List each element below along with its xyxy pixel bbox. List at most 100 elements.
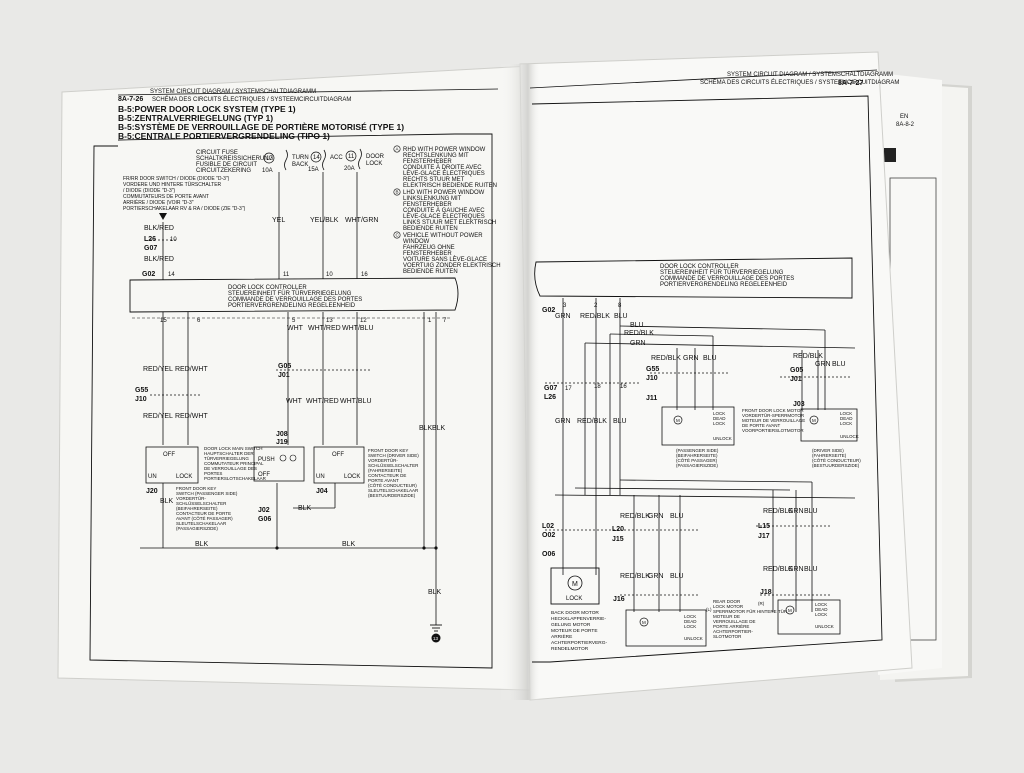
svg-text:ARRIÈRE: ARRIÈRE — [551, 633, 572, 640]
switch-contact — [289, 454, 297, 462]
mid-wires — [140, 312, 437, 625]
svg-text:UNLOCK: UNLOCK — [713, 436, 732, 441]
svg-text:(CÔTÉ CONDUCTEUR): (CÔTÉ CONDUCTEUR) — [368, 482, 417, 488]
page-tab-mark — [884, 148, 896, 162]
svg-text:LOCK: LOCK — [840, 421, 852, 426]
svg-text:PORTE AVANT: PORTE AVANT — [368, 478, 399, 483]
conn-l26: L26 — [144, 236, 156, 243]
svg-text:(CÔTÉ PASSAGER): (CÔTÉ PASSAGER) — [676, 457, 718, 463]
svg-text:LINKSLENKUNG MIT: LINKSLENKUNG MIT — [403, 196, 462, 202]
svg-text:DOOR LOCK CONTROLLER: DOOR LOCK CONTROLLER — [660, 264, 739, 270]
left-header-sub: SCHÉMA DES CIRCUITS ÉLECTRIQUES / SYSTEE… — [152, 96, 351, 103]
wire-whtgrn: WHT/GRN — [345, 217, 378, 224]
conn-j17: J17 — [758, 533, 770, 540]
svg-text:BLU: BLU — [832, 361, 846, 368]
ground-icon: 13 — [430, 624, 442, 643]
svg-text:/ DIODE (DIODE "D-3"): / DIODE (DIODE "D-3") — [123, 188, 175, 194]
wire-blk-j02: BLK — [298, 505, 312, 512]
conn-j16: J16 — [613, 596, 625, 603]
fuse-17: 17 TURN BACK 10A — [262, 149, 309, 174]
svg-text:BLU: BLU — [804, 508, 818, 515]
motor-icon — [673, 415, 683, 425]
svg-text:LOCK: LOCK — [815, 602, 827, 607]
svg-text:(BESTUURDERSZIDE): (BESTUURDERSZIDE) — [812, 463, 860, 468]
svg-text:SWITCH (DRIVER SIDE): SWITCH (DRIVER SIDE) — [368, 453, 419, 458]
svg-text:VORDERTÜR-: VORDERTÜR- — [368, 457, 398, 463]
svg-text:FAHRZEUG OHNE: FAHRZEUG OHNE — [403, 245, 455, 251]
svg-text:5: 5 — [292, 318, 296, 324]
motor-icon — [785, 605, 795, 615]
svg-text:UNLOCK: UNLOCK — [815, 624, 834, 629]
bus-redblk: RED/BLK — [624, 330, 654, 337]
svg-text:16: 16 — [361, 272, 368, 278]
svg-text:LOCK: LOCK — [713, 411, 725, 416]
svg-text:(PASSENGER SIDE): (PASSENGER SIDE) — [676, 448, 719, 453]
svg-text:ELEKTRISCH BEDIENDE RUITEN: ELEKTRISCH BEDIENDE RUITEN — [403, 183, 497, 189]
svg-text:16: 16 — [620, 384, 627, 390]
conn-j01-right: J01 — [790, 376, 802, 383]
svg-text:LOCK: LOCK — [366, 161, 382, 167]
note-c: C VEHICLE WITHOUT POWER WINDOW FAHRZEUG … — [393, 231, 501, 275]
motor-icon — [567, 575, 583, 591]
fuse-label-2: FUSIBLE DE CIRCUIT — [196, 162, 257, 168]
svg-text:FRONT DOOR KEY: FRONT DOOR KEY — [176, 486, 216, 491]
right-header: SYSTEM CIRCUIT DIAGRAM / SYSTEMSCHALTDIA… — [727, 72, 893, 78]
svg-text:(BESTUURDERSZIDE): (BESTUURDERSZIDE) — [368, 493, 416, 498]
conn-g55-right: G55 — [646, 366, 659, 373]
svg-text:TURN: TURN — [292, 155, 309, 161]
svg-text:VOERTUIG ZONDER ELEKTRISCH: VOERTUIG ZONDER ELEKTRISCH — [403, 263, 501, 269]
svg-text:GRN: GRN — [683, 355, 699, 362]
svg-text:LÈVE-GLACE ÉLECTRIQUES: LÈVE-GLACE ÉLECTRIQUES — [403, 170, 485, 177]
conn-j08: J08 — [276, 431, 288, 438]
svg-text:SLOTMOTOR: SLOTMOTOR — [713, 634, 742, 639]
svg-text:DEAD: DEAD — [684, 619, 697, 624]
svg-text:GRN: GRN — [648, 513, 664, 520]
svg-text:GRN: GRN — [555, 418, 571, 425]
wire-whtred-2: WHT/RED — [306, 398, 339, 405]
svg-text:SCHLÜSSELSCHALTER: SCHLÜSSELSCHALTER — [176, 500, 227, 506]
svg-text:M: M — [676, 418, 680, 423]
svg-text:REAR DOOR: REAR DOOR — [713, 599, 741, 604]
svg-text:DOOR LOCK MAIN SWITCH: DOOR LOCK MAIN SWITCH — [204, 446, 263, 451]
front-door-key-switch-pass — [253, 446, 305, 482]
svg-text:UN: UN — [148, 474, 157, 480]
right-diagram-frame — [531, 95, 883, 663]
title-fr: B-5:SYSTÈME DE VERROUILLAGE DE PORTIÈRE … — [118, 122, 404, 132]
junction-dot — [434, 546, 438, 550]
wire-redwht-2: RED/WHT — [175, 413, 208, 420]
back-page-tab: 8A-8-2 — [896, 122, 915, 128]
wire-blk-j20: BLK — [160, 498, 174, 505]
svg-text:RED/BLK: RED/BLK — [620, 513, 650, 520]
svg-text:LOCK: LOCK — [840, 411, 852, 416]
svg-text:DOOR LOCK CONTROLLER: DOOR LOCK CONTROLLER — [228, 285, 307, 291]
svg-text:BEDIENDE RUITEN: BEDIENDE RUITEN — [403, 226, 458, 232]
svg-text:M: M — [572, 581, 578, 588]
svg-text:(PASSAGIERSZIDE): (PASSAGIERSZIDE) — [676, 463, 718, 468]
svg-text:LOCK: LOCK — [344, 474, 360, 480]
motor-icon — [809, 415, 819, 425]
svg-text:OFF: OFF — [258, 472, 270, 478]
svg-text:UNLOCK: UNLOCK — [840, 434, 859, 439]
conn-j04: J04 — [316, 488, 328, 495]
svg-text:DE VERROUILLAGE DES: DE VERROUILLAGE DES — [204, 466, 257, 471]
svg-text:PORTIERSLOTSCHAKELAAR: PORTIERSLOTSCHAKELAAR — [204, 476, 267, 481]
rear-lock-motor-left — [625, 609, 707, 647]
svg-text:PORTES: PORTES — [204, 471, 222, 476]
svg-text:LOCK MOTOR: LOCK MOTOR — [713, 604, 744, 609]
wire-whtblu-2: WHT/BLU — [340, 398, 372, 405]
svg-text:M: M — [788, 608, 792, 613]
svg-text:10: 10 — [326, 272, 333, 278]
svg-text:PORTIERVERGRENDELING REGELEENH: PORTIERVERGRENDELING REGELEENHEID — [660, 282, 788, 288]
svg-text:CONTACTEUR DE PORTE: CONTACTEUR DE PORTE — [176, 511, 231, 516]
svg-text:RED/BLK: RED/BLK — [793, 353, 823, 360]
svg-text:LINKS STUUR MET ELEKTRISCH: LINKS STUUR MET ELEKTRISCH — [403, 220, 496, 226]
conn-g02-right: G02 — [542, 307, 555, 314]
svg-text:LHD WITH POWER WINDOW: LHD WITH POWER WINDOW — [403, 190, 485, 196]
svg-text:LOCK: LOCK — [566, 596, 582, 602]
svg-text:RECHTSLENKUNG MIT: RECHTSLENKUNG MIT — [403, 153, 469, 159]
svg-text:(BEIFAHRERSEITE): (BEIFAHRERSEITE) — [676, 453, 718, 458]
right-page-content: SYSTEM CIRCUIT DIAGRAM / SYSTEMSCHALTDIA… — [529, 69, 899, 663]
svg-text:VERROUILLAGE DE: VERROUILLAGE DE — [713, 619, 756, 624]
switch-contact — [279, 454, 287, 462]
